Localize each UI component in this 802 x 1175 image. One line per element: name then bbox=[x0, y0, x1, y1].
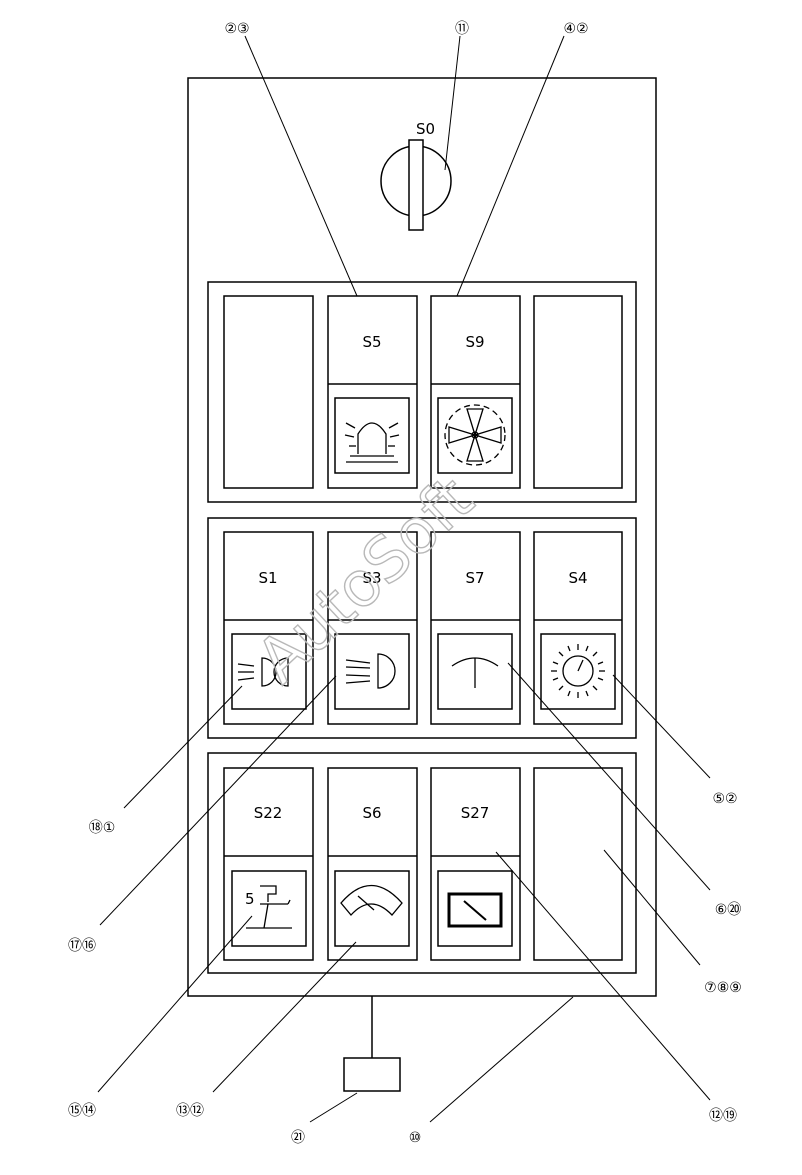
switch-s4-label: S4 bbox=[568, 569, 587, 587]
callout-42: ④② bbox=[563, 21, 588, 37]
row-frame-middle bbox=[207, 517, 637, 739]
switch-s22[interactable] bbox=[223, 767, 314, 961]
parking-light-icon bbox=[237, 657, 289, 687]
callout-620: ⑥⑳ bbox=[715, 902, 742, 918]
row-frame-top bbox=[207, 281, 637, 503]
main-key-switch[interactable] bbox=[380, 139, 452, 231]
callout-1514: ⑮⑭ bbox=[68, 1103, 96, 1119]
callout-1219: ⑫⑲ bbox=[709, 1108, 737, 1124]
switch-s3-label: S3 bbox=[362, 569, 381, 587]
callout-11: ⑪ bbox=[455, 21, 469, 37]
connector-plug bbox=[343, 1057, 401, 1092]
callout-789: ⑦⑧⑨ bbox=[704, 980, 742, 996]
switch-s22-label: S22 bbox=[254, 804, 283, 822]
fan-icon bbox=[444, 404, 506, 466]
leader-line-52 bbox=[612, 674, 711, 779]
work-light-icon bbox=[551, 644, 605, 698]
beacon-icon bbox=[344, 422, 400, 463]
switch-s9[interactable] bbox=[430, 295, 521, 489]
callout-1312: ⑬⑫ bbox=[176, 1103, 204, 1119]
main-switch-label: S0 bbox=[416, 120, 435, 138]
leader-line-10 bbox=[429, 996, 574, 1123]
switch-s6-label: S6 bbox=[362, 804, 381, 822]
switch-s6[interactable] bbox=[327, 767, 418, 961]
leader-line-1716 bbox=[99, 675, 337, 926]
leader-line-1219 bbox=[495, 851, 711, 1101]
leader-line-789 bbox=[603, 849, 701, 966]
leader-line-42 bbox=[456, 35, 565, 297]
panel-outline bbox=[187, 77, 657, 997]
switch-s7-label: S7 bbox=[465, 569, 484, 587]
switch-s5-label: S5 bbox=[362, 333, 381, 351]
battery-indicator-icon bbox=[447, 892, 503, 928]
leader-line-1514 bbox=[97, 915, 253, 1093]
callout-21: ㉑ bbox=[291, 1130, 305, 1146]
key-switch-bar bbox=[408, 139, 424, 231]
callout-181: ⑱① bbox=[89, 820, 116, 836]
row-frame-bottom bbox=[207, 752, 637, 974]
headlight-icon bbox=[345, 653, 396, 689]
switch-s3[interactable] bbox=[327, 531, 418, 725]
callout-1716: ⑰⑯ bbox=[68, 938, 96, 954]
blank-slot-top-left bbox=[223, 295, 314, 489]
switch-s1[interactable] bbox=[223, 531, 314, 725]
leader-line-11 bbox=[444, 35, 461, 171]
switch-s27[interactable] bbox=[430, 767, 521, 961]
leader-line-620 bbox=[507, 662, 711, 891]
callout-23: ②③ bbox=[224, 21, 249, 37]
leader-line-1312 bbox=[212, 941, 357, 1093]
mast-tilt-number: 5 bbox=[245, 890, 255, 908]
mast-tilt-icon bbox=[246, 885, 292, 929]
switch-s9-label: S9 bbox=[465, 333, 484, 351]
callout-10: ⑩ bbox=[409, 1130, 422, 1146]
callout-52: ⑤② bbox=[712, 791, 737, 807]
blank-slot-top-right bbox=[533, 295, 623, 489]
wiper-icon bbox=[451, 657, 499, 688]
switch-s1-label: S1 bbox=[258, 569, 277, 587]
gauge-icon bbox=[340, 884, 403, 916]
switch-s7[interactable] bbox=[430, 531, 521, 725]
switch-s5[interactable] bbox=[327, 295, 418, 489]
leader-line-21 bbox=[309, 1092, 358, 1123]
leader-line-181 bbox=[123, 685, 243, 809]
switch-s4[interactable] bbox=[533, 531, 623, 725]
switch-s27-label: S27 bbox=[461, 804, 490, 822]
leader-line-23 bbox=[244, 35, 358, 297]
blank-slot-bottom-right bbox=[533, 767, 623, 961]
